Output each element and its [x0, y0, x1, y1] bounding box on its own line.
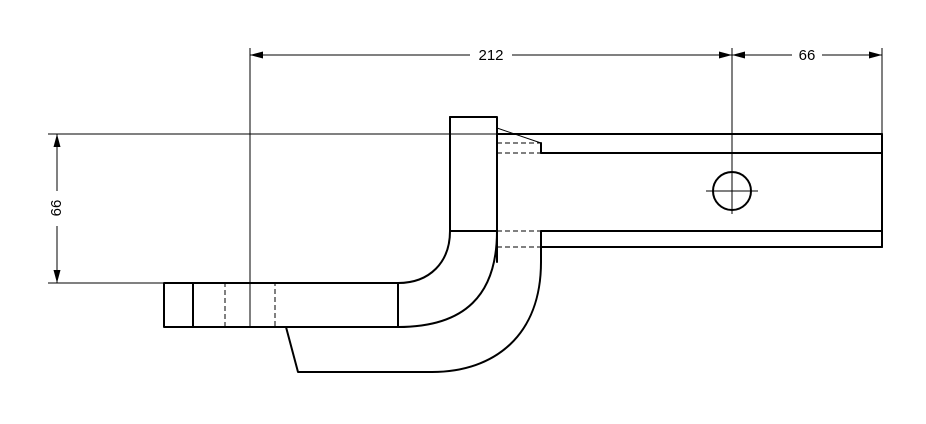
dimension-212: 212 — [249, 47, 883, 327]
dimension-66-left: 66 — [48, 133, 497, 284]
bend-inner-curve — [397, 230, 451, 284]
arrow-head — [869, 51, 882, 59]
pin-hole — [706, 48, 758, 214]
dimension-label-66-left: 66 — [48, 200, 65, 217]
shank-outer — [449, 116, 498, 263]
shank — [285, 116, 542, 373]
bend-outer-curve — [397, 230, 498, 328]
arrow-head — [53, 134, 61, 147]
arrow-head — [719, 51, 732, 59]
dimension-66-right: 66 — [732, 47, 882, 64]
rear-bend-curve — [285, 261, 542, 373]
platform-body — [163, 282, 399, 328]
ball-platform — [163, 282, 399, 328]
arrow-head — [53, 270, 61, 283]
receiver-tube — [496, 127, 883, 263]
arrow-head — [250, 51, 263, 59]
tube-chamfer — [496, 127, 542, 144]
dimension-label-212: 212 — [478, 47, 503, 64]
dimension-label-66-right: 66 — [799, 47, 816, 64]
arrow-head — [732, 51, 745, 59]
